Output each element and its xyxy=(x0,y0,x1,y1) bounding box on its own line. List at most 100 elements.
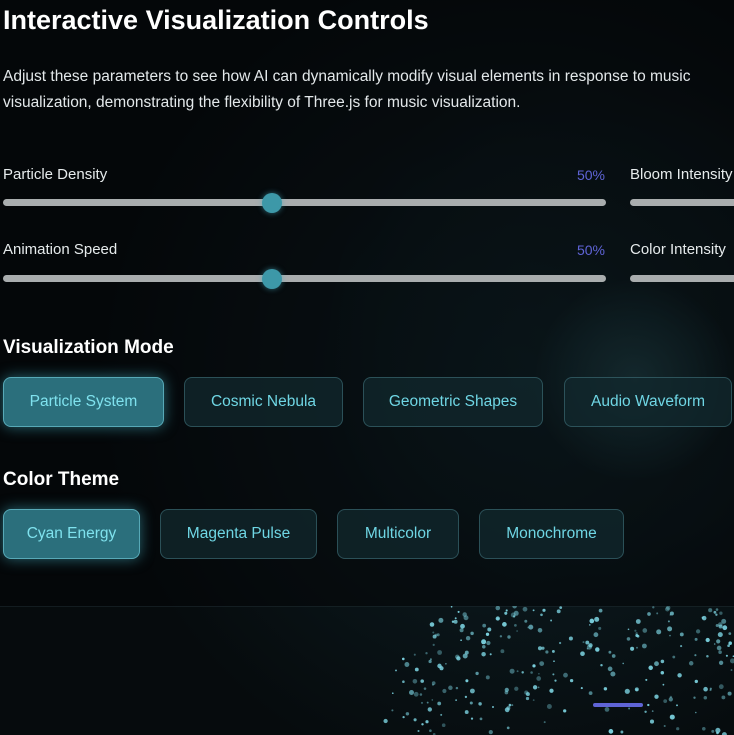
particle xyxy=(522,606,528,612)
particle xyxy=(663,724,666,728)
particle xyxy=(545,650,549,654)
particle xyxy=(528,624,534,630)
particle xyxy=(506,706,511,711)
particle xyxy=(728,632,732,635)
particle xyxy=(537,628,543,633)
particle xyxy=(491,705,495,709)
particle xyxy=(582,641,585,644)
particle xyxy=(694,637,698,641)
particle xyxy=(611,654,616,658)
particle xyxy=(414,667,419,672)
particle xyxy=(423,687,427,690)
particle xyxy=(713,643,716,645)
particle xyxy=(482,645,486,649)
particle xyxy=(395,669,397,672)
particle xyxy=(645,678,648,681)
particle xyxy=(417,729,420,733)
particle xyxy=(600,663,603,667)
particle xyxy=(693,696,696,699)
particle xyxy=(654,694,659,699)
particle xyxy=(729,658,734,664)
particle xyxy=(454,617,457,620)
particle-density-thumb[interactable] xyxy=(262,192,283,213)
particle xyxy=(516,670,519,673)
mode-geometric-shapes-button[interactable]: Geometric Shapes xyxy=(363,377,543,427)
color-theme-title: Color Theme xyxy=(3,469,120,490)
particle xyxy=(580,687,583,690)
particle xyxy=(436,633,440,637)
color-intensity-slider[interactable] xyxy=(630,275,734,282)
particle xyxy=(542,608,546,612)
particle xyxy=(721,618,727,624)
particle xyxy=(718,650,722,654)
particle xyxy=(705,637,710,643)
particle xyxy=(676,727,680,731)
particle xyxy=(453,619,458,624)
animation-speed-slider[interactable] xyxy=(3,268,606,289)
particle xyxy=(721,695,726,700)
particle xyxy=(662,683,665,686)
particle xyxy=(694,679,698,684)
particle xyxy=(460,623,465,629)
particle xyxy=(421,701,423,704)
particle xyxy=(513,610,519,616)
particle xyxy=(676,704,678,707)
particle xyxy=(669,714,675,720)
particle xyxy=(504,690,509,695)
particle xyxy=(504,611,508,615)
theme-multicolor-button[interactable]: Multicolor xyxy=(337,509,459,559)
mode-cosmic-nebula-button[interactable]: Cosmic Nebula xyxy=(184,377,343,427)
particle xyxy=(716,731,719,735)
theme-monochrome-button[interactable]: Monochrome xyxy=(479,509,624,559)
particle xyxy=(405,712,410,716)
particle xyxy=(413,691,419,697)
particle xyxy=(485,675,490,680)
particle xyxy=(656,629,662,635)
particle xyxy=(622,662,624,665)
particle xyxy=(508,703,512,707)
particle xyxy=(589,618,595,624)
particle xyxy=(654,661,659,667)
particle xyxy=(652,606,655,609)
bloom-intensity-slider[interactable] xyxy=(630,199,734,206)
particle xyxy=(537,646,543,651)
particle xyxy=(635,619,641,624)
particle xyxy=(445,662,447,665)
particle xyxy=(481,651,486,657)
particle xyxy=(511,704,514,707)
particle xyxy=(718,622,723,627)
particle xyxy=(627,628,630,631)
particle xyxy=(706,655,709,658)
particle xyxy=(543,721,546,724)
particle xyxy=(464,695,468,699)
particle xyxy=(409,690,414,695)
particle xyxy=(412,678,418,684)
particle xyxy=(479,717,483,721)
particle xyxy=(554,679,557,682)
page-title: Interactive Visualization Controls xyxy=(3,5,429,35)
particle xyxy=(439,666,444,671)
particle xyxy=(462,653,468,659)
particle xyxy=(402,680,405,683)
particle xyxy=(695,629,701,634)
theme-magenta-pulse-button[interactable]: Magenta Pulse xyxy=(160,509,317,559)
particle xyxy=(593,632,599,638)
mode-particle-system-button[interactable]: Particle System xyxy=(3,377,164,427)
mode-audio-waveform-button[interactable]: Audio Waveform xyxy=(564,377,732,427)
theme-cyan-energy-button[interactable]: Cyan Energy xyxy=(3,509,140,559)
particle xyxy=(532,664,536,668)
particle xyxy=(588,624,591,626)
particle xyxy=(505,609,508,612)
particle xyxy=(426,701,429,704)
particle-density-slider[interactable] xyxy=(3,192,606,213)
particle xyxy=(660,659,665,664)
particle xyxy=(620,730,624,734)
particle xyxy=(695,711,697,714)
particle xyxy=(598,608,603,613)
particle xyxy=(713,610,717,614)
particle xyxy=(709,687,712,690)
particle xyxy=(651,710,654,712)
particle xyxy=(607,666,613,672)
animation-speed-thumb[interactable] xyxy=(262,268,283,289)
particle xyxy=(716,639,721,644)
